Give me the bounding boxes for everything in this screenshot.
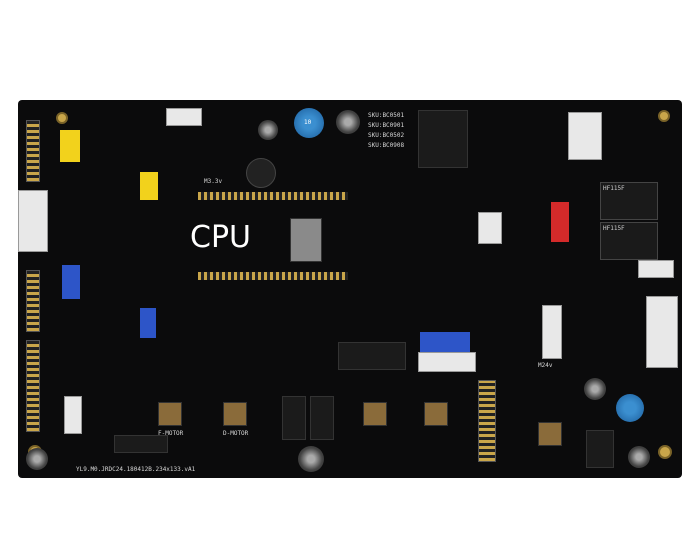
sku-label: SKU:BC0501 bbox=[368, 112, 405, 119]
mounting-hole bbox=[658, 445, 672, 459]
red-connector bbox=[551, 202, 569, 242]
capacitor bbox=[584, 378, 606, 400]
motor-driver-chip bbox=[158, 402, 182, 426]
relay-label: HF115F bbox=[603, 225, 625, 232]
motor-label: F-MOTOR bbox=[158, 430, 184, 437]
relay: HF115F bbox=[600, 222, 658, 260]
sd-card-slot bbox=[290, 218, 322, 262]
motor-driver-chip bbox=[424, 402, 448, 426]
capacitor bbox=[258, 120, 278, 140]
motor-driver-chip bbox=[363, 402, 387, 426]
pin-header bbox=[478, 380, 496, 462]
board-id-label: YL9.M0.JRDC24.180412B.234x133.vA1 bbox=[76, 466, 196, 473]
capacitor bbox=[336, 110, 360, 134]
capacitor bbox=[26, 448, 48, 470]
pcb-board: CPU M3.3v SKU:BC0501 SKU:BC0901 SKU:BC05… bbox=[18, 100, 682, 478]
connector bbox=[114, 435, 168, 453]
white-connector bbox=[646, 296, 678, 368]
white-connector bbox=[166, 108, 202, 126]
capacitor bbox=[298, 446, 324, 472]
pin-header bbox=[26, 340, 40, 432]
cpu-header-bottom bbox=[198, 272, 348, 280]
blue-connector bbox=[140, 308, 156, 338]
blue-connector bbox=[420, 332, 470, 352]
capacitor bbox=[628, 446, 650, 468]
white-connector bbox=[418, 352, 476, 372]
pin-header bbox=[26, 120, 40, 182]
white-connector bbox=[18, 190, 48, 252]
pin-header bbox=[26, 270, 40, 332]
cpu-label: CPU bbox=[190, 220, 251, 255]
white-connector bbox=[478, 212, 502, 244]
relay-label: HF115F bbox=[603, 185, 625, 192]
capacitor-blue bbox=[616, 394, 644, 422]
mounting-hole bbox=[658, 110, 670, 122]
blue-connector bbox=[62, 265, 80, 299]
sku-label: SKU:BC0502 bbox=[368, 132, 405, 139]
cpu-header-top bbox=[198, 192, 348, 200]
white-connector bbox=[638, 260, 674, 278]
voltage-label: M3.3v bbox=[204, 178, 223, 185]
yellow-connector bbox=[60, 130, 80, 162]
ethernet-port bbox=[418, 110, 468, 168]
motor-driver-chip bbox=[223, 402, 247, 426]
motor-label: D-MOTOR bbox=[223, 430, 249, 437]
yellow-connector bbox=[140, 172, 158, 200]
connector bbox=[310, 396, 334, 440]
ribbon-connector bbox=[338, 342, 406, 370]
buzzer bbox=[246, 158, 276, 188]
white-connector bbox=[568, 112, 602, 160]
mounting-hole bbox=[56, 112, 68, 124]
cap-value: 10 bbox=[304, 119, 312, 126]
sku-label: SKU:BC0901 bbox=[368, 122, 405, 129]
white-connector bbox=[542, 305, 562, 359]
white-connector bbox=[64, 396, 82, 434]
relay: HF115F bbox=[600, 182, 658, 220]
connector bbox=[586, 430, 614, 468]
capacitor-blue: 10 bbox=[294, 108, 324, 138]
connector bbox=[282, 396, 306, 440]
sku-label: SKU:BC0908 bbox=[368, 142, 405, 149]
motor-driver-chip bbox=[538, 422, 562, 446]
voltage-label: M24v bbox=[538, 362, 553, 369]
